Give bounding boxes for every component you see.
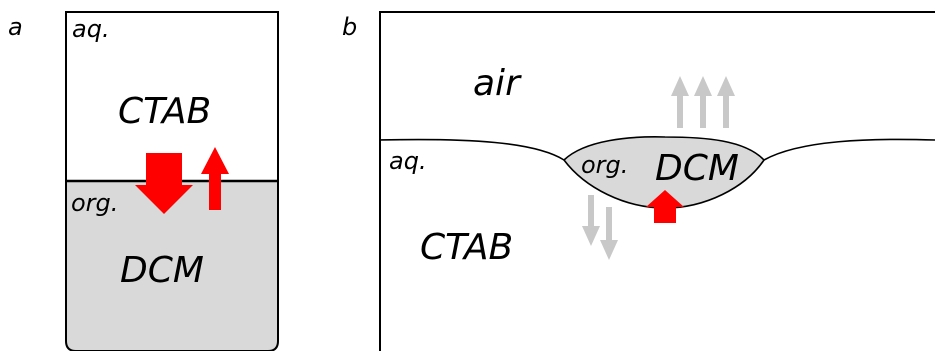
box-outline <box>379 11 935 351</box>
panel-a-label: a <box>8 13 23 41</box>
gray-up-arrow-icon <box>717 76 735 128</box>
surface-right <box>763 138 935 161</box>
air-label: air <box>473 63 522 104</box>
organic-phase <box>66 181 278 351</box>
down-arrow-icon <box>135 153 193 214</box>
up-arrow-red-icon <box>646 190 684 223</box>
gray-down-arrow-icon <box>600 207 618 260</box>
dcm-label-b: DCM <box>655 148 739 189</box>
panel-b-label: b <box>342 13 357 41</box>
surface-left <box>379 138 565 161</box>
panel-a: a aq. CTAB org. DCM <box>8 11 279 351</box>
org-label-b: org. <box>581 151 628 179</box>
up-arrow-icon <box>201 147 229 210</box>
aq-label-b: aq. <box>389 147 427 175</box>
gray-down-arrow-icon <box>582 195 600 246</box>
dcm-label: DCM <box>120 250 204 291</box>
gray-up-arrow-icon <box>671 76 689 128</box>
panel-b: b air aq. org. DCM CTAB <box>342 11 935 351</box>
aq-label: aq. <box>72 15 110 43</box>
ctab-label: CTAB <box>118 91 211 132</box>
gray-up-arrows <box>671 76 735 128</box>
container-outline <box>65 11 279 351</box>
ctab-label-b: CTAB <box>420 227 513 268</box>
gray-down-arrows <box>582 195 618 260</box>
org-label: org. <box>71 189 118 217</box>
gray-up-arrow-icon <box>694 76 712 128</box>
